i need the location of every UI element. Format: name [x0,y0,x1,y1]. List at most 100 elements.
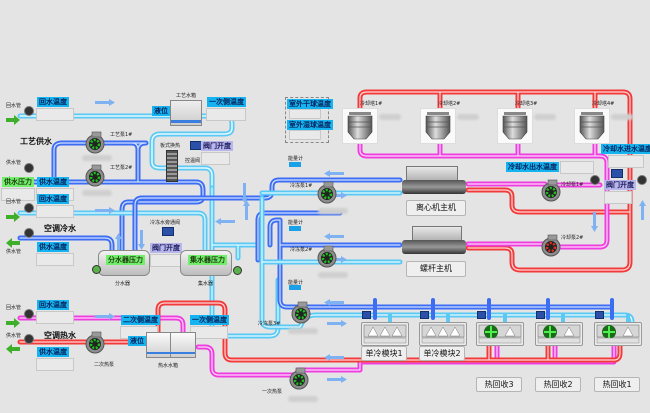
outflow-arrow-icon [6,233,20,248]
cooling-pump-1-label: 冷却泵1# [561,182,584,188]
process-primary-temp-tag: 一次侧温度 [207,97,246,107]
pressure-gauge-icon [590,175,600,185]
inflow-arrow-icon [6,207,20,222]
cooling-tower[interactable] [497,108,533,144]
process-supply-pressure-tag: 供水压力 [2,177,34,187]
heat-recovery-module[interactable] [594,322,642,346]
cooling-tower-label: 冷却塔1# [360,101,383,107]
cooling-valve-open-value [604,191,632,204]
chilled-pump-1-label: 冷冻泵1# [290,183,313,189]
chilled-water-title: 空调冷水 [44,224,76,233]
inflow-arrow-icon [6,313,20,328]
hot-return-pipe-label: 回水管 [6,305,22,311]
divider-label: 分水器 [115,281,131,287]
pressure-gauge-icon [24,203,34,213]
cooling-tower[interactable] [574,108,610,144]
process-supply-temp-tag: 供水温度 [37,177,69,187]
flowmeter-2-label: 能量计 [288,220,304,226]
secondary-hot-pump[interactable] [82,330,108,356]
cooling-tower-value [379,114,401,120]
pressure-gauge-icon [24,163,34,173]
centrifugal-chiller[interactable] [402,166,466,196]
pipe-cooling-return [357,135,610,250]
pipe-cooling-supply [357,89,633,273]
pipe-module-drops [373,298,614,320]
chilled-pump-2-value [318,272,348,278]
process-pump-2-label: 工艺泵2# [110,165,133,171]
chilled-return-temp-value [36,205,74,218]
process-valve-open-value [201,152,230,165]
process-return-temp-tag: 回水温度 [37,97,69,107]
process-pump-1[interactable] [82,130,108,156]
process-supply-pressure-value [1,188,35,201]
chilled-pump-1[interactable] [314,180,340,206]
screw-chiller-label: 螺杆主机 [406,261,466,277]
cooling-pump-2[interactable] [538,233,564,259]
process-level-tag: 液位 [152,106,170,116]
primary-hot-pump-label: 一次热泵 [262,389,283,395]
cooling-pump-2-label: 冷却泵2# [561,235,584,241]
chilled-pump-2-label: 冷冻泵2# [290,247,313,253]
pressure-gauge-icon [637,175,647,185]
collector-label: 集水器 [198,281,214,287]
module-valve-icon[interactable] [595,311,604,319]
heat-recovery-module[interactable] [535,322,583,346]
screw-chiller[interactable] [402,226,466,256]
chilled-pump-2[interactable] [314,244,340,270]
module-valve-icon[interactable] [477,311,486,319]
hot-water-tank[interactable] [146,332,196,358]
hot-supply-temp-value [36,358,74,371]
process-return-pipe-label: 回水管 [6,103,22,109]
gauge-icon [233,266,242,275]
heat-recovery-module[interactable] [476,322,524,346]
chilled-supply-temp-tag: 供水温度 [37,242,69,252]
chilled-pump-3[interactable] [288,300,314,326]
cooling-tower-label: 冷却塔4# [592,101,615,107]
cooling-tower[interactable] [420,108,456,144]
module-valve-icon[interactable] [536,311,545,319]
cooling-tower[interactable] [342,108,378,144]
bypass-valve-icon[interactable] [162,227,174,236]
process-return-temp-value [36,108,74,121]
module-valve-icon[interactable] [362,311,371,319]
secondary-temp-tag: 二次侧温度 [121,315,160,325]
chilled-return-temp-tag: 回水温度 [37,194,69,204]
process-pump-1-value [82,155,112,161]
bypass-valve-open-tag: 阀门开度 [150,243,182,253]
cooling-tower-label: 冷却塔2# [438,101,461,107]
cooling-valve-icon[interactable] [611,169,623,178]
single-cooling-module[interactable] [419,322,467,346]
cooling-valve-open-tag: 阀门开度 [604,180,636,190]
bypass-valve-label: 冷冻水旁通阀 [150,220,181,226]
centrifugal-chiller-label: 离心机主机 [406,200,466,216]
single-cooling-module[interactable] [361,322,409,346]
process-pump-1-label: 工艺泵1# [110,132,133,138]
primary-hot-pump-value [288,396,318,402]
hot-supply-pipe-label: 供水管 [6,333,22,339]
module-label: 热回收3 [476,377,522,392]
outdoor-dry-bulb-value [289,109,321,119]
cooling-pump-1[interactable] [538,178,564,204]
secondary-hot-pump-label: 二次热泵 [94,362,115,368]
pipe-process-supply [17,140,206,263]
outdoor-wet-bulb-tag: 室外湿球温度 [287,120,333,130]
process-tank[interactable] [170,100,202,126]
process-valve-open-tag: 阀门开度 [201,141,233,151]
module-label: 热回收2 [535,377,581,392]
pipe-chilled-return [17,185,281,339]
process-pump-2[interactable] [82,163,108,189]
module-label: 单冷模块1 [361,346,407,361]
hot-level-tag: 液位 [128,336,146,346]
pressure-gauge-icon [24,106,34,116]
hot-supply-temp-tag: 供水温度 [37,347,69,357]
outdoor-dry-bulb-tag: 室外干球温度 [287,99,333,109]
pressure-gauge-icon [24,228,34,238]
flowmeter-1 [289,162,301,167]
plate-heat-exchanger[interactable] [166,150,178,182]
flowmeter-3 [289,285,301,290]
module-valve-icon[interactable] [420,311,429,319]
module-label: 单冷模块2 [419,346,465,361]
pressure-gauge-icon [24,334,34,344]
flowmeter-3-label: 能量计 [288,280,304,286]
primary-hot-pump[interactable] [286,366,312,392]
